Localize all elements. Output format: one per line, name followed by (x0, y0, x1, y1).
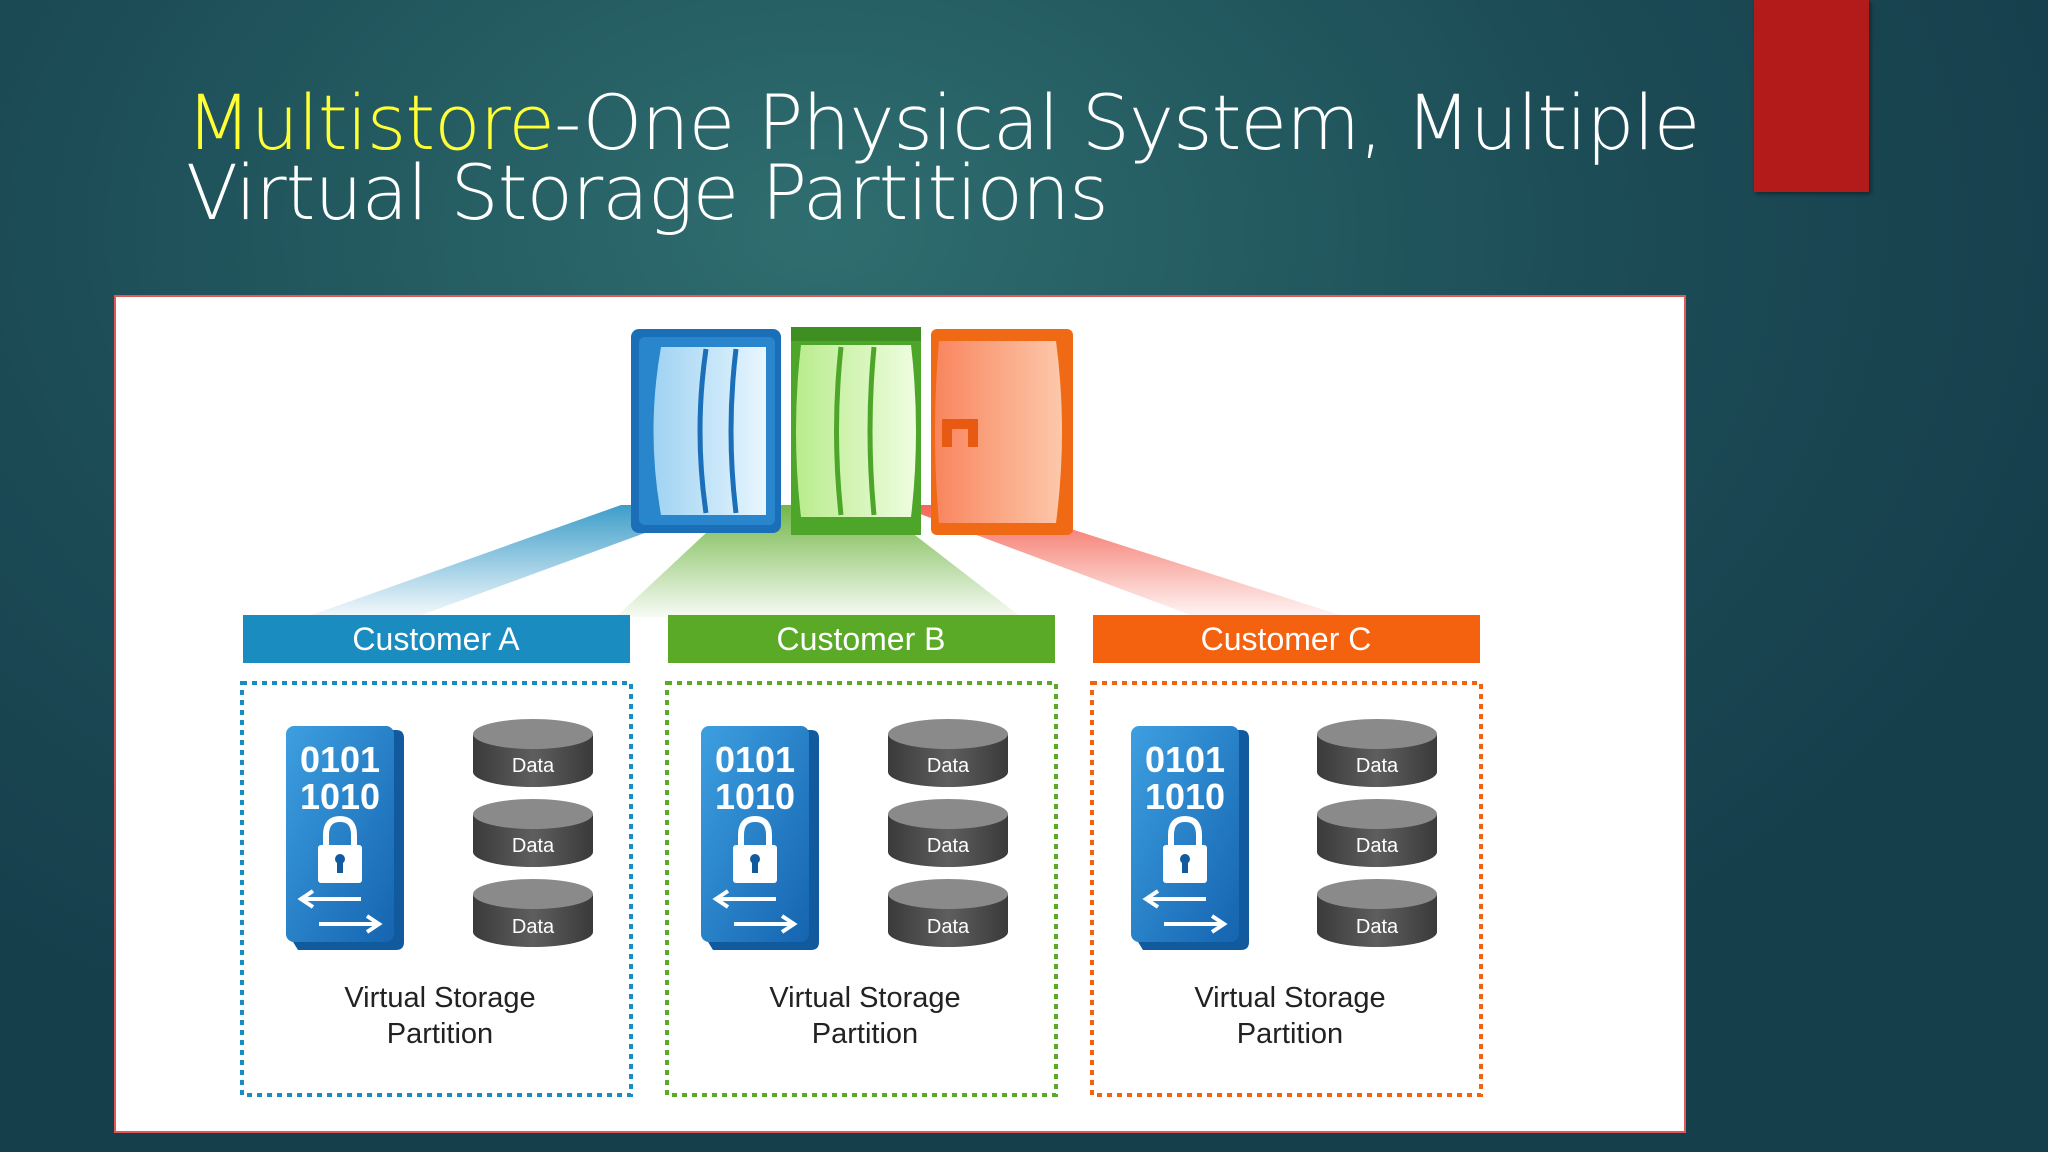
svg-text:0101: 0101 (715, 739, 795, 780)
slide-title: Multistore-One Physical System, Multiple… (186, 85, 1706, 231)
svg-text:0101: 0101 (300, 739, 380, 780)
data-disk-b-1: Data (888, 719, 1008, 787)
data-disk-a-1: Data (473, 719, 593, 787)
beam-blue (306, 505, 721, 617)
physical-storage-system (631, 327, 1073, 535)
data-disk-c-2: Data (1317, 799, 1437, 867)
partition-a-label-line-1: Virtual Storage (344, 982, 535, 1014)
partition-b-box (665, 681, 1058, 1097)
partition-a-box (240, 681, 633, 1097)
customer-b-group: Customer B 0101 1010 Data (665, 615, 1058, 1097)
customer-a-label: Customer A (352, 621, 520, 657)
svg-text:Data: Data (1356, 916, 1399, 938)
partition-b-label-line-2: Partition (812, 1018, 918, 1050)
customer-c-label: Customer C (1201, 621, 1372, 657)
svg-text:Data: Data (927, 835, 970, 857)
customer-a-header (243, 615, 630, 663)
customer-b-header (668, 615, 1055, 663)
netapp-logo-icon (942, 419, 978, 447)
svg-text:0101: 0101 (1145, 739, 1225, 780)
svg-text:1010: 1010 (300, 776, 380, 817)
secure-volume-c-icon: 0101 1010 (1131, 726, 1249, 950)
secure-volume-b-icon: 0101 1010 (701, 726, 819, 950)
data-disk-c-1: Data (1317, 719, 1437, 787)
secure-volume-a-icon: 0101 1010 (286, 726, 404, 950)
partition-c-label-line-1: Virtual Storage (1194, 982, 1385, 1014)
svg-text:Data: Data (1356, 755, 1399, 777)
svg-text:1010: 1010 (715, 776, 795, 817)
title-rest: -One Physical System, Multiple (554, 78, 1700, 167)
data-disk-b-3: Data (888, 879, 1008, 947)
partition-b-label-line-1: Virtual Storage (769, 982, 960, 1014)
partition-a-label-line-2: Partition (387, 1018, 493, 1050)
customer-a-group: Customer A 0101 1010 Data (240, 615, 633, 1097)
svg-text:Data: Data (512, 755, 555, 777)
title-accent: Multistore (186, 78, 555, 167)
customer-c-group: Customer C 0101 1010 Data (1090, 615, 1483, 1097)
red-corner-tab (1754, 0, 1869, 192)
diagram-panel: Customer A 0101 1010 Data (114, 295, 1686, 1133)
svg-text:Data: Data (512, 916, 555, 938)
title-line-2: Virtual Storage Partitions (186, 148, 1109, 237)
svg-text:1010: 1010 (1145, 776, 1225, 817)
data-disk-b-2: Data (888, 799, 1008, 867)
svg-text:Data: Data (927, 755, 970, 777)
data-disk-a-3: Data (473, 879, 593, 947)
partition-c-box (1090, 681, 1483, 1097)
customer-b-label: Customer B (777, 621, 946, 657)
svg-text:Data: Data (512, 835, 555, 857)
svg-text:Data: Data (1356, 835, 1399, 857)
data-disk-c-3: Data (1317, 879, 1437, 947)
partition-c-label-line-2: Partition (1237, 1018, 1343, 1050)
data-disk-a-2: Data (473, 799, 593, 867)
customer-c-header (1093, 615, 1480, 663)
svg-text:Data: Data (927, 916, 970, 938)
multistore-diagram: Customer A 0101 1010 Data (240, 327, 1483, 1097)
